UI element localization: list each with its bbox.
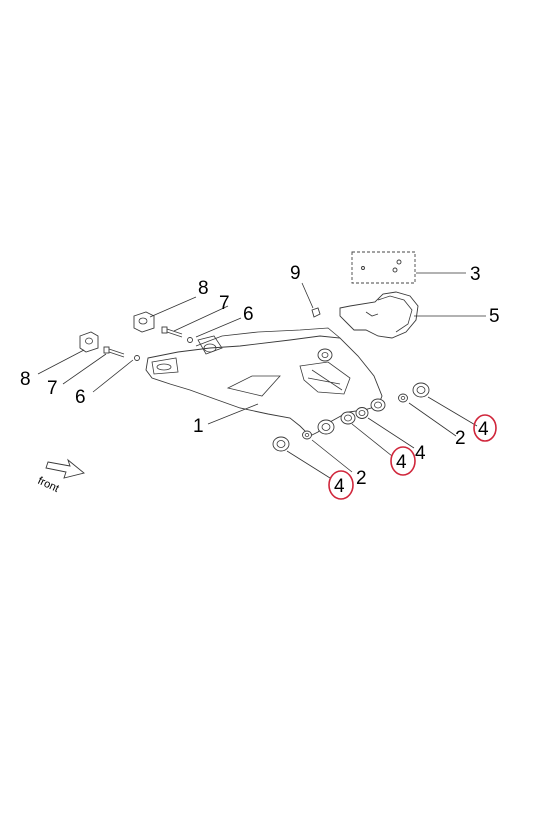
leader-lines — [37, 272, 486, 479]
callout-4-left: 4 — [334, 476, 345, 497]
part-1-swingarm — [145, 327, 386, 437]
part-8-pad-top — [133, 311, 155, 333]
part-3-sensor-box — [351, 251, 416, 284]
front-label: front — [36, 475, 61, 495]
part-2-washer-right — [398, 393, 408, 403]
callout-8-left: 8 — [20, 369, 31, 390]
callout-8-top: 8 — [198, 278, 209, 299]
part-4-nut-right — [412, 382, 430, 398]
part-4-nut-center-a — [340, 411, 356, 425]
callout-2-left: 2 — [356, 468, 367, 489]
part-2-washer-left — [302, 430, 312, 440]
callout-6-left: 6 — [75, 387, 86, 408]
part-7-bolt-top — [161, 326, 183, 338]
part-9-bolt — [311, 307, 321, 318]
part-4-nut-center-b — [355, 407, 369, 419]
highlight-circles — [328, 414, 497, 500]
part-7-bolt-left — [103, 346, 125, 358]
part-5-chain-guard — [339, 291, 419, 339]
callout-7-left: 7 — [47, 378, 58, 399]
callout-1: 1 — [193, 416, 204, 437]
callout-numbers: 9 3 5 8 7 6 8 7 6 1 4 2 4 4 2 4 — [20, 263, 500, 497]
part-6-nut-left — [134, 355, 140, 361]
callout-3: 3 — [470, 264, 481, 285]
callout-6-top: 6 — [243, 304, 254, 325]
part-6-nut-top — [187, 337, 193, 343]
part-8-pad-left — [79, 331, 99, 353]
callout-9: 9 — [290, 263, 301, 284]
callout-4-center-b: 4 — [415, 443, 426, 464]
part-4-nut-left — [272, 436, 290, 452]
callout-4-center-a: 4 — [396, 452, 407, 473]
callout-2-right: 2 — [455, 428, 466, 449]
callout-4-right: 4 — [478, 419, 489, 440]
callout-5: 5 — [489, 306, 500, 327]
front-arrow-icon: front — [36, 458, 85, 495]
callout-7-top: 7 — [219, 293, 230, 314]
